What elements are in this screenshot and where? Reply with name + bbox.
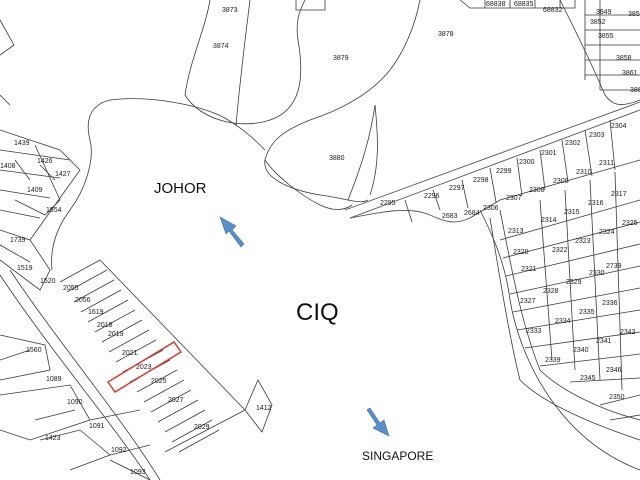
lot-2313-label: 2313: [508, 228, 524, 235]
lot-2018-label: 2018: [97, 322, 113, 329]
lot-2302-label: 2302: [565, 140, 581, 147]
lot-68838-label: 68838: [486, 1, 506, 8]
johor-direction-arrow: [219, 216, 245, 248]
lot-1091-label: 1091: [89, 423, 105, 430]
lot-2339-label: 2339: [545, 357, 561, 364]
lot-2297-label: 2297: [449, 185, 465, 192]
lot-2341-label: 2341: [596, 338, 612, 345]
strip-parcels: [344, 101, 640, 471]
lot-1090-label: 1090: [67, 399, 83, 406]
lot-3849-label: 3849: [596, 9, 612, 16]
lot-2308-label: 2308: [529, 187, 545, 194]
lot-1560-label: 1560: [26, 347, 42, 354]
lot-2306-label: 2306: [483, 205, 499, 212]
lot-3864-label: 3864: [630, 87, 640, 94]
lot-1409-label: 1409: [27, 187, 43, 194]
top-right-parcels: [459, 0, 640, 105]
lot-2342-label: 2342: [620, 329, 636, 336]
lot-3874-label: 3874: [213, 43, 229, 50]
lot-2350-label: 2350: [609, 394, 625, 401]
lot-1426-label: 1426: [37, 158, 53, 165]
left-parcels: [0, 129, 273, 480]
lot-3858-label: 3858: [616, 55, 632, 62]
lot-2295-label: 2295: [380, 200, 396, 207]
lot-2304-label: 2304: [611, 123, 627, 130]
lot-2336-label: 2336: [602, 300, 618, 307]
lot-3879-label: 3879: [333, 55, 349, 62]
lot-1554-label: 1554: [46, 207, 62, 214]
lot-3878-label: 3878: [438, 31, 454, 38]
lot-3873-label: 3873: [222, 7, 238, 14]
lot-2309-label: 2309: [553, 178, 569, 185]
lot-1423-label: 1423: [45, 435, 61, 442]
lot-2340-label: 2340: [573, 347, 589, 354]
johor-label: JOHOR: [154, 180, 207, 197]
ciq-label: CIQ: [296, 299, 339, 326]
lot-1439-label: 1439: [14, 140, 30, 147]
lot-2296-label: 2296: [424, 193, 440, 200]
highlighted-lot-outline[interactable]: [106, 341, 183, 393]
lot-2055-label: 2055: [63, 285, 79, 292]
lot-3852-label: 3852: [590, 19, 606, 26]
lot-1520-label: 1520: [40, 278, 56, 285]
lot-3880-label: 3880: [329, 155, 345, 162]
lot-2019-label: 2019: [108, 331, 124, 338]
lot-2334-label: 2334: [555, 318, 571, 325]
lot-2316-label: 2316: [588, 200, 604, 207]
lot-2345-label: 2345: [580, 375, 596, 382]
lot-1412-label: 1412: [256, 405, 272, 412]
lot-1427-label: 1427: [55, 171, 71, 178]
lot-2315-label: 2315: [564, 209, 580, 216]
lot-2329-label: 2329: [566, 279, 582, 286]
lot-2314-label: 2314: [541, 217, 557, 224]
lot-2323-label: 2323: [575, 238, 591, 245]
lot-2027-label: 2027: [168, 397, 184, 404]
lot-2307-label: 2307: [506, 195, 522, 202]
lot-1408-label: 1408: [0, 163, 16, 170]
lot-2322-label: 2322: [552, 247, 568, 254]
lot-1092-label: 1092: [111, 447, 127, 454]
lot-2021-label: 2021: [122, 350, 138, 357]
lot-2301-label: 2301: [541, 150, 557, 157]
singapore-label: SINGAPORE: [362, 449, 433, 463]
lot-2298-label: 2298: [473, 177, 489, 184]
lot-68832-label: 68832: [543, 7, 563, 14]
lot-2327-label: 2327: [520, 298, 536, 305]
lot-1519-label: 1519: [17, 265, 33, 272]
lot-2739-label: 2739: [606, 263, 622, 270]
lot-3853-label: 3853: [628, 11, 640, 18]
lot-2325-label: 2325: [622, 220, 638, 227]
lot-2683-label: 2683: [442, 213, 458, 220]
lot-2317-label: 2317: [611, 191, 627, 198]
lot-1619-label: 1619: [88, 309, 104, 316]
lot-2324-label: 2324: [599, 229, 615, 236]
singapore-direction-arrow: [366, 407, 390, 437]
lot-2025-label: 2025: [151, 378, 167, 385]
lot-2299-label: 2299: [496, 168, 512, 175]
lot-3861-label: 3861: [622, 70, 638, 77]
lot-2056-label: 2056: [75, 297, 91, 304]
top-parcels: [0, 0, 421, 271]
lot-2023-label: 2023: [136, 364, 152, 371]
lot-2303-label: 2303: [589, 132, 605, 139]
lot-2346-label: 2346: [606, 367, 622, 374]
lot-2311-label: 2311: [599, 160, 614, 167]
lot-2330-label: 2330: [589, 270, 605, 277]
lot-1739-label: 1739: [10, 237, 26, 244]
lot-1089-label: 1089: [46, 376, 62, 383]
lot-2310-label: 2310: [576, 169, 592, 176]
lot-2328-label: 2328: [543, 288, 559, 295]
lot-68835-label: 68835: [514, 1, 534, 8]
lot-2321-label: 2321: [521, 266, 537, 273]
lot-2333-label: 2333: [526, 328, 542, 335]
lot-1093-label: 1093: [130, 469, 146, 476]
lot-2335-label: 2335: [579, 309, 595, 316]
lot-3855-label: 3855: [598, 33, 614, 40]
lot-2320-label: 2320: [513, 249, 529, 256]
lot-2029-label: 2029: [194, 424, 210, 431]
lot-2684-label: 2684: [464, 210, 480, 217]
lot-2300-label: 2300: [519, 159, 535, 166]
